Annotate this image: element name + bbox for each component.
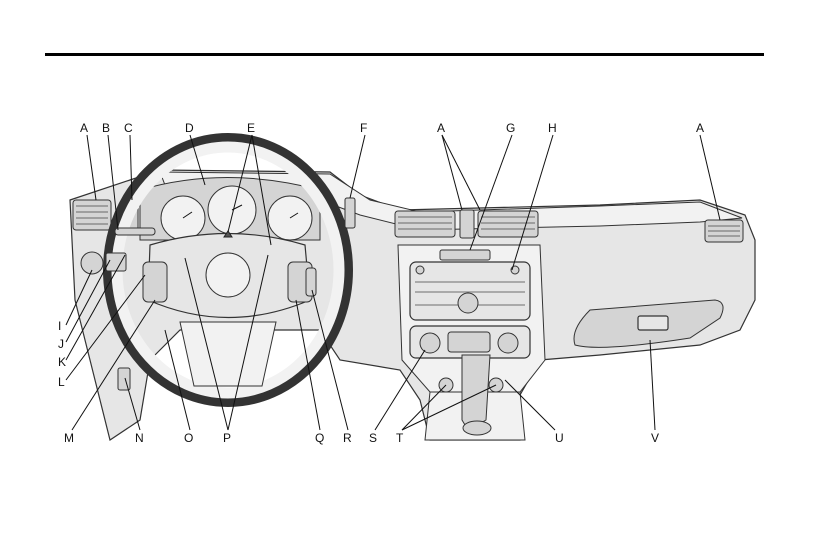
- callout-U: U: [555, 431, 564, 445]
- horn-arrow: [223, 230, 233, 238]
- radio-center-knob: [457, 292, 479, 314]
- turn-signal-stalk: [114, 227, 156, 236]
- callout-R: R: [343, 431, 352, 445]
- right-vent-louvers: [708, 225, 740, 237]
- center-left-air-vent: [394, 210, 456, 238]
- steering-spoke-lower: [179, 321, 277, 387]
- radio-knob-left: [415, 265, 425, 275]
- callout-L: L: [58, 375, 65, 389]
- callout-Q: Q: [315, 431, 324, 445]
- cupholder: [462, 420, 492, 436]
- callout-M: M: [64, 431, 74, 445]
- callout-O: O: [184, 431, 193, 445]
- climate-center-buttons: [447, 331, 491, 353]
- glove-box-latch: [637, 315, 669, 331]
- headlamp-switch: [80, 251, 104, 275]
- callout-T: T: [396, 431, 404, 445]
- left-air-vent: [72, 199, 112, 231]
- callout-C: C: [124, 121, 133, 135]
- callout-I: I: [58, 319, 61, 333]
- callout-E: E: [247, 121, 255, 135]
- callout-S: S: [369, 431, 377, 445]
- center-small-vent: [459, 209, 475, 239]
- callout-J: J: [58, 337, 64, 351]
- callout-labels: A B C D E F A G H A I J K L M N O P Q R …: [58, 121, 704, 445]
- left-vent-louvers: [76, 205, 108, 225]
- callout-H: H: [548, 121, 557, 135]
- callout-leader-lines: [65, 134, 721, 431]
- airbag-emblem: [205, 252, 251, 298]
- callout-A-right: A: [696, 121, 704, 135]
- callout-A-left: A: [80, 121, 88, 135]
- shift-lever: [461, 354, 491, 431]
- callout-G: G: [506, 121, 515, 135]
- center-right-air-vent: [477, 210, 539, 238]
- header-rule: [45, 53, 764, 56]
- callout-P: P: [223, 431, 231, 445]
- callout-K: K: [58, 355, 66, 369]
- climate-knob-left: [419, 332, 441, 354]
- radio-display: [439, 249, 491, 261]
- ignition-switch: [305, 267, 317, 297]
- steering-controls-left: [142, 261, 168, 303]
- hood-release: [117, 367, 131, 391]
- callout-B: B: [102, 121, 110, 135]
- radio-faceplate: [409, 261, 531, 321]
- callout-D: D: [185, 121, 194, 135]
- climate-knob-right: [497, 332, 519, 354]
- callout-V: V: [651, 431, 659, 445]
- callout-N: N: [135, 431, 144, 445]
- hazard-switch: [344, 197, 356, 229]
- callout-A-center: A: [437, 121, 445, 135]
- callout-F: F: [360, 121, 367, 135]
